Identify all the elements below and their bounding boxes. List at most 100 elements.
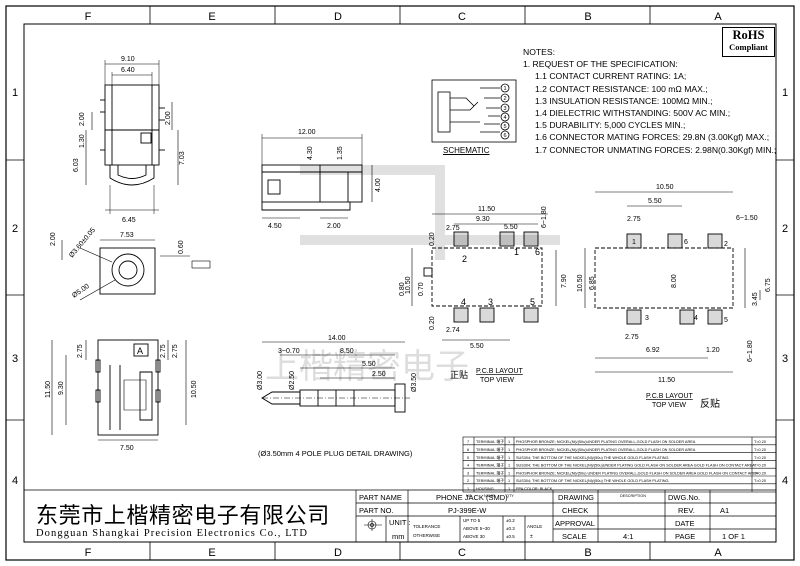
spec-1-1: 1.1 CONTACT CURRENT RATING: 1A; [535,71,687,82]
bom-row1-no: 1 [467,487,469,491]
schematic-pin-2: 2 [503,96,506,102]
zone-row-2-left: 2 [12,223,18,235]
front-dim-060: 0.60 [178,240,185,254]
watermark [300,165,560,260]
bottom-dim-275c: 2.75 [172,344,179,358]
zone-col-e-bottom: E [208,547,215,559]
tol-row1-value: ±0.2 [506,518,515,523]
part-no-label: PART NO. [359,506,394,515]
watermark-text: 上楷精密电子 [265,347,469,387]
bom-row4-name: TERMINAL 端子 [475,463,504,468]
spec-1-3: 1.3 INSULATION RESISTANCE: 100MΩ MIN.; [535,95,713,106]
otherwise-label: OTHERWISE [413,533,440,538]
bom-row2-qty: 1 [508,479,510,483]
side-view [261,134,373,219]
bom-row5-t: T=0.20 [754,456,766,460]
pcbl-pin-3: 3 [488,297,493,307]
tol-row2-value: ±0.3 [506,526,515,531]
plug-dim-dia250: Ø2.50 [289,371,296,390]
bottom-dim-930: 9.30 [58,381,65,395]
bom-row3-t: T=0.20 [754,471,766,475]
zone-row-3-right: 3 [782,353,788,365]
angle-label: ANGLE [527,524,542,529]
schematic-pin-3: 3 [503,106,506,112]
bottom-view [51,339,187,441]
pcbr-pin-6: 6 [684,239,688,246]
pcb-layout-right [584,191,761,373]
page-label: PAGE [675,532,695,541]
pcbl-pin-5: 5 [530,297,535,307]
rev-value: A1 [720,506,729,515]
bottom-dim-275b: 2.75 [160,344,167,358]
zone-col-c-bottom: C [458,547,466,559]
bom-header-desc: DESCRIPTION [620,494,646,498]
bom-row7-name: TERMINAL 端子 [475,439,504,444]
pcbl-dim-020b: 0.20 [429,316,436,330]
bom-row4-qty: 1 [508,464,510,468]
zone-col-b-bottom: B [584,547,591,559]
zone-col-b-top: B [584,11,591,23]
bottom-dim-275a: 2.75 [77,344,84,358]
plug-dim-dia300: Ø3.00 [257,371,264,390]
pcbr-dim-345: 3.45 [752,292,759,306]
bom-row5-desc: SUS304; THE BOTTOM OF THE NICKEL(Ni)/(50… [516,456,669,460]
bom-header-no: NO. [466,494,473,498]
bom-row4-no: 4 [467,464,469,468]
front-view [61,239,211,301]
notes-block: NOTES: 1. REQUEST OF THE SPECIFICATION: … [523,46,776,156]
bom-row6-no: 6 [467,448,469,452]
company-name-cn: 东莞市上楷精密电子有限公司 [36,504,330,529]
bom-row3-qty: 1 [508,471,510,475]
top-dim-603: 6.03 [73,158,80,172]
scale-label: SCALE [562,532,587,541]
bom-table [462,436,777,493]
zone-col-a-top: A [714,11,722,23]
plug-dim-dia350: Ø3.50 [411,373,418,392]
tolerance-label: TOLERANCE [413,524,440,529]
pcbl-sublabel: TOP VIEW [480,377,514,384]
pcbr-title: 反贴 [700,397,720,410]
schematic-pin-1: 1 [503,86,506,92]
part-no-value: PJ-399E-W [448,506,487,515]
pcbl-pin-1: 1 [514,247,519,257]
pcb-layout-left [411,213,557,341]
pcbl-dim-070: 0.70 [418,282,425,296]
pcbr-dim-275b: 2.75 [625,334,639,341]
bom-row6-desc: PHOSPHOR BRONZE; NICKEL(Ni)/(50u)UNDER P… [516,448,696,452]
notes-item-1: 1. REQUEST OF THE SPECIFICATION: [523,59,678,70]
pcbl-pin-2: 2 [462,254,467,264]
spec-1-6: 1.6 CONNECTOR MATING FORCES: 29.8N (3.00… [535,132,770,143]
date-label: DATE [675,519,694,528]
pcbr-pin-2: 2 [724,241,728,248]
bottom-dim-1150: 11.50 [45,381,52,398]
zone-row-1-left: 1 [12,87,18,99]
pcbr-dim-120: 1.20 [706,347,720,354]
bom-row2-no: 2 [467,479,469,483]
bom-row5-no: 5 [467,456,469,460]
zone-row-2-right: 2 [782,223,788,235]
plug-dim-1400: 14.00 [328,335,346,342]
plug-dim-850: 8.50 [340,348,354,355]
top-dim-200a: 2.00 [79,112,86,126]
zone-row-3-left: 3 [12,353,18,365]
pcbr-dim-275: 2.75 [627,216,641,223]
schematic-pin-5: 5 [503,124,506,130]
zone-col-d-bottom: D [334,547,342,559]
top-dim-910: 9.10 [121,56,135,63]
pcbl-dim-6x180: 6~1.80 [541,206,548,228]
pcbl-pin-6: 6 [535,247,540,257]
pcbr-dim-675: 6.75 [765,278,772,292]
zone-ticks [6,6,794,560]
plug-dim-250: 2.50 [372,371,386,378]
rev-label: REV. [678,506,695,515]
spec-1-2: 1.2 CONTACT RESISTANCE: 100 mΩ MAX.; [535,83,708,94]
front-dim-200: 2.00 [50,232,57,246]
plug-caption: (Ø3.50mm 4 POLE PLUG DETAIL DRAWING) [258,449,413,458]
bom-row1-qty: 1 [508,487,510,491]
pcbr-dim-1050b: 10.50 [577,274,584,292]
approval-label: APPROVAL [555,519,595,528]
angle-value: ± [530,534,533,540]
side-dim-135: 1.35 [337,146,344,160]
top-dim-703: 7.03 [179,151,186,165]
